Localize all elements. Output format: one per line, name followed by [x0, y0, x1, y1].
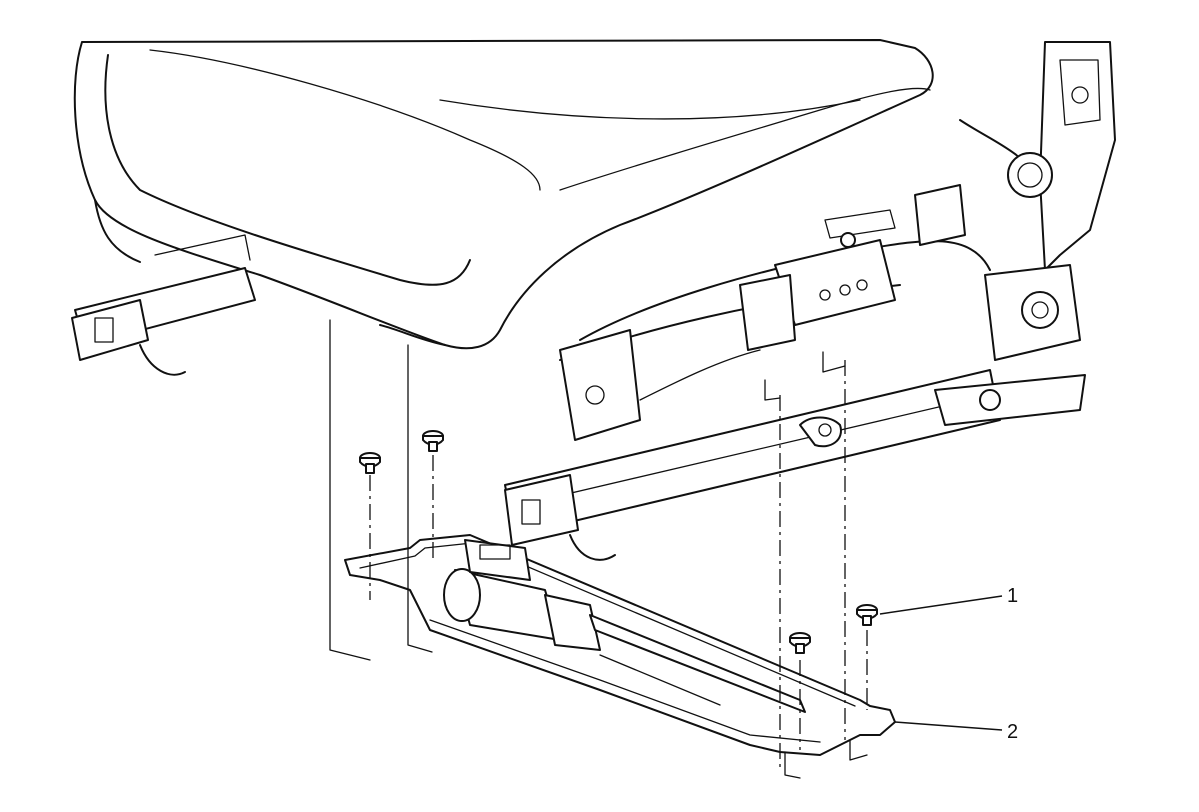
seat-adjuster-motor — [443, 539, 806, 713]
seat-cushion — [73, 39, 934, 350]
motor-bracket — [344, 534, 896, 756]
fastener-group — [359, 430, 878, 654]
callout-1-label: 1 — [1007, 585, 1018, 607]
seat-frame-assembly — [559, 184, 991, 441]
callout-2: 2 — [894, 721, 1018, 743]
seat-back-frame — [959, 41, 1116, 361]
fastener-front-right — [856, 604, 878, 626]
fastener-front-left — [789, 632, 811, 654]
callout-2-label: 2 — [1007, 721, 1018, 743]
left-seat-track — [71, 234, 256, 376]
alignment-lines — [329, 319, 868, 779]
callout-1: 1 — [879, 585, 1018, 615]
fastener-rear-right — [422, 430, 444, 452]
fastener-rear-left — [359, 452, 381, 474]
right-seat-track — [504, 369, 1086, 561]
